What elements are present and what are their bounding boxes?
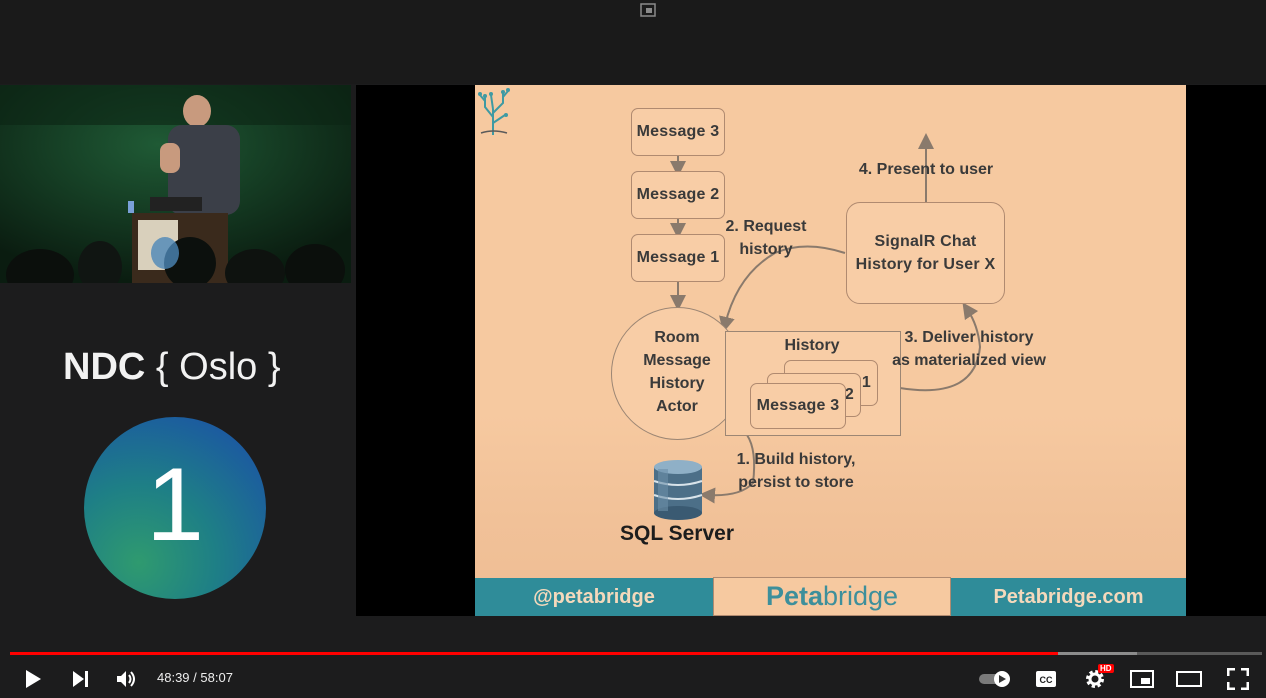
play-icon [26,670,41,688]
fullscreen-icon [1227,668,1249,690]
step-2-label: 2. Request history [725,218,807,258]
brace-close: } [267,346,281,388]
time-display: 48:39 / 58:07 [157,670,233,685]
time-total: 58:07 [200,670,233,685]
footer-twitter-handle: @petabridge [533,585,655,608]
time-separator: / [189,670,201,685]
picture-in-picture-icon[interactable] [640,3,656,17]
room-message-history-actor [611,307,744,440]
presentation-slide: Message 3 Message 2 Message 1 Room Messa… [475,85,1186,616]
step-3-label: 3. Deliver history as materialized view [892,329,1046,369]
conference-name: NDC [63,346,146,388]
step-1-label: 1. Build history, persist to store [736,451,856,491]
petabridge-tree-logo-icon [478,88,510,135]
room-number: 1 [146,446,204,563]
captions-icon: CC [1036,671,1056,687]
captions-button[interactable]: CC [1032,664,1060,694]
settings-button[interactable]: HD [1080,664,1114,694]
theater-mode-button[interactable] [1174,664,1204,694]
message-1-box: Message 1 [631,234,725,282]
mute-button[interactable] [112,664,142,694]
conference-title: NDC { Oslo } [63,346,281,389]
brace-open: { [155,346,169,388]
video-top-area [0,0,1266,84]
settings-icon [1086,670,1104,688]
autoplay-toggle-icon [979,671,1010,687]
step-4-label: 4. Present to user [858,161,994,178]
actor-label: Room Message History Actor [643,329,711,415]
conference-city: Oslo [179,346,258,388]
time-current: 48:39 [157,670,190,685]
play-button[interactable] [18,664,48,694]
miniplayer-button[interactable] [1128,664,1156,694]
footer-website: Petabridge.com [993,585,1144,608]
database-icon [653,460,703,520]
history-item-3: Message 3 [750,383,846,429]
history-title: History [784,337,840,354]
speaker-camera-feed [0,85,351,283]
volume-icon [117,671,135,687]
autoplay-toggle[interactable] [976,664,1014,694]
message-3-box: Message 3 [631,108,725,156]
progress-played[interactable] [10,652,1058,655]
db-label: SQL Server [619,522,734,545]
next-icon [73,671,88,687]
theater-icon [1176,671,1202,687]
brand-part-a: Peta [765,581,823,611]
diagram-connectors [670,133,982,504]
svg-text:CC: CC [1040,675,1053,685]
message-2-box: Message 2 [631,171,725,219]
room-badge: 1 [84,417,266,599]
hd-badge: HD [1098,664,1114,673]
fullscreen-button[interactable] [1224,664,1252,694]
miniplayer-icon [1130,670,1154,688]
brand-part-b: bridge [822,581,899,611]
next-button[interactable] [66,664,96,694]
signalr-chat-box: SignalR Chat History for User X [846,202,1005,304]
